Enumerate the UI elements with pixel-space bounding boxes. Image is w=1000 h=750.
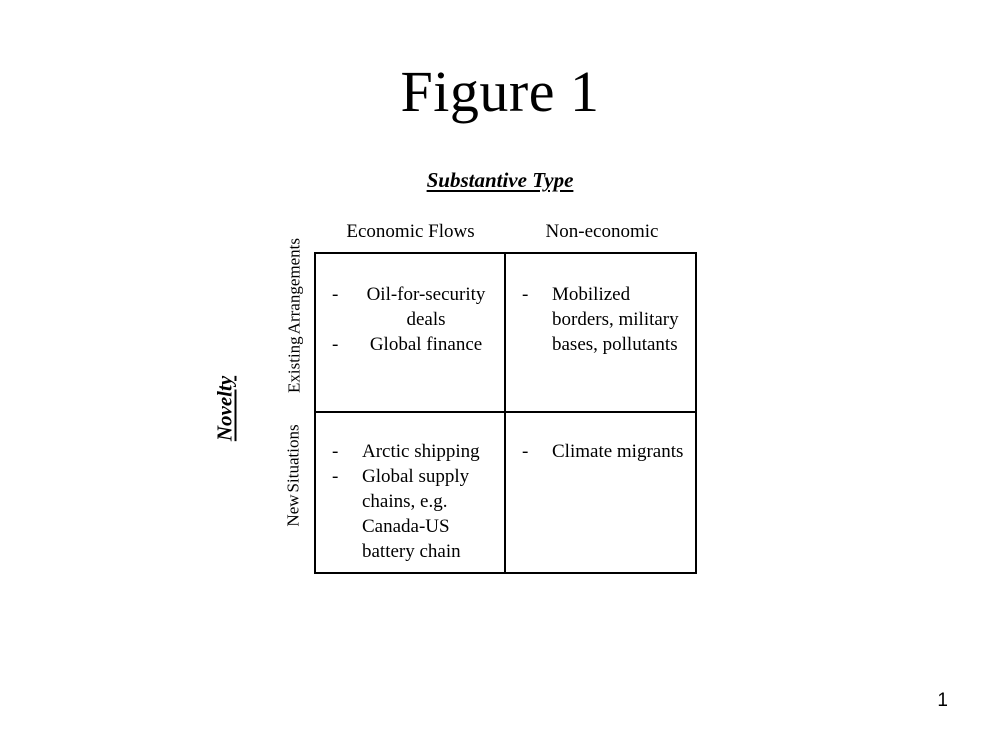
matrix-row-new-situations: - Arctic shipping - Global supply chains…: [316, 413, 695, 572]
rows-axis-caption: Novelty: [212, 375, 237, 442]
cell-item-list: - Climate migrants: [506, 439, 695, 464]
column-header-non-economic: Non-economic: [545, 221, 659, 242]
list-item: - Global finance: [316, 332, 504, 357]
page-title: Figure 1: [400, 59, 600, 124]
row-header-existing-arrangements-line1: Existing: [284, 336, 304, 393]
list-item-text: Mobilized borders, military bases, pollu…: [552, 284, 679, 355]
bullet-dash-icon: -: [522, 441, 529, 462]
page-number: 1: [937, 690, 948, 711]
list-item: - Global supply chains, e.g. Canada-US b…: [316, 464, 504, 564]
row-header-new-situations-line1: New: [283, 494, 303, 527]
bullet-dash-icon: -: [332, 334, 339, 355]
row-header-existing-arrangements-line2: Arrangements: [284, 238, 304, 335]
row-header-existing-arrangements: Existing Arrangements: [285, 236, 304, 396]
column-header-economic-flows: Economic Flows: [346, 221, 475, 242]
matrix-cell-noneconomic-existing: - Mobilized borders, military bases, pol…: [506, 254, 695, 411]
matrix-row-existing-arrangements: - Oil-for-security deals - Global financ…: [316, 254, 695, 413]
two-by-two-matrix: - Oil-for-security deals - Global financ…: [314, 252, 697, 574]
matrix-cell-economic-existing: - Oil-for-security deals - Global financ…: [316, 254, 506, 411]
list-item-text: Oil-for-security deals: [366, 284, 486, 330]
list-item-text: Global supply chains, e.g. Canada-US bat…: [362, 466, 470, 562]
list-item-text: Arctic shipping: [362, 441, 480, 462]
list-item-text: Climate migrants: [552, 441, 684, 462]
cell-item-list: - Mobilized borders, military bases, pol…: [506, 282, 695, 357]
bullet-dash-icon: -: [332, 441, 339, 462]
cell-item-list: - Oil-for-security deals - Global financ…: [316, 282, 504, 357]
list-item: - Climate migrants: [506, 439, 695, 464]
list-item: - Oil-for-security deals: [316, 282, 504, 332]
bullet-dash-icon: -: [332, 284, 339, 305]
matrix-cell-noneconomic-new: - Climate migrants: [506, 413, 695, 572]
row-header-new-situations-line2: Situations: [283, 424, 303, 493]
list-item-text: Global finance: [369, 334, 483, 355]
list-item: - Arctic shipping: [316, 439, 504, 464]
columns-axis-caption: Substantive Type: [426, 168, 574, 192]
bullet-dash-icon: -: [332, 466, 339, 487]
bullet-dash-icon: -: [522, 284, 529, 305]
matrix-cell-economic-new: - Arctic shipping - Global supply chains…: [316, 413, 506, 572]
row-header-new-situations: New Situations: [284, 396, 303, 556]
cell-item-list: - Arctic shipping - Global supply chains…: [316, 439, 504, 564]
list-item: - Mobilized borders, military bases, pol…: [506, 282, 695, 357]
